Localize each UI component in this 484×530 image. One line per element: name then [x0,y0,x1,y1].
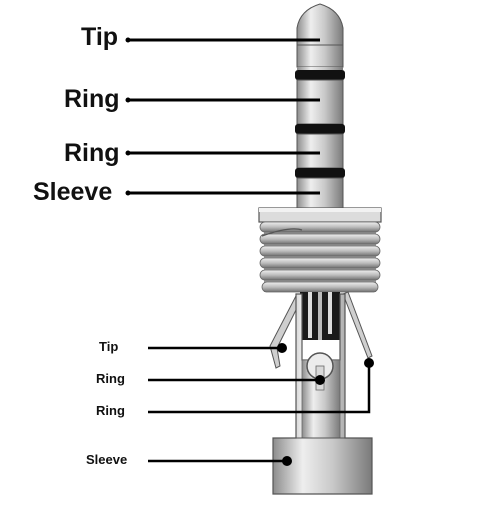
ring-1-terminal-dot [315,375,325,385]
label-lower-ring-2: Ring [96,403,125,418]
label-tip: Tip [81,23,119,51]
ring-2-terminal-dot [364,358,374,368]
leader-lower-ring-2 [148,363,371,414]
label-lower-tip: Tip [99,339,119,354]
sleeve-terminal-dot [282,456,292,466]
ring-spring-contact [342,291,373,359]
label-sleeve: Sleeve [33,178,113,206]
plug-tip-neck [296,44,344,68]
tip-terminal-dot [277,343,287,353]
label-lower-sleeve: Sleeve [86,452,128,467]
insulator-ring-1 [295,70,345,80]
threaded-body [259,221,381,293]
insulator-ring-3 [295,168,345,178]
plug-ring-2-segment [296,133,344,169]
label-lower-ring-1: Ring [96,371,125,386]
label-ring-1: Ring [64,85,120,113]
insulator-ring-2 [295,124,345,134]
plug-tip-segment [296,3,344,46]
label-ring-2: Ring [64,139,120,167]
plug-ring-1-segment [296,79,344,125]
